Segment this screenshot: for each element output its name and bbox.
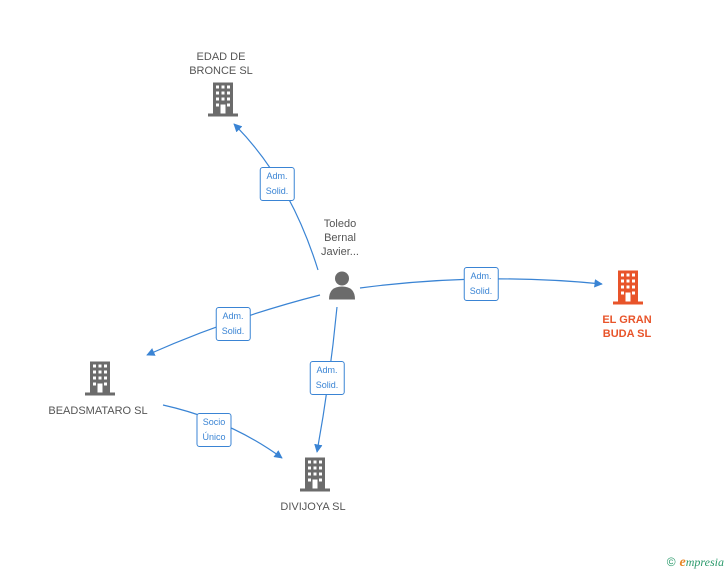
node-label-divijoya[interactable]: DIVIJOYA SL — [280, 501, 346, 513]
node-label-beadsmataro[interactable]: BEADSMATARO SL — [48, 405, 148, 417]
person-icon[interactable] — [327, 270, 357, 305]
brand-footer[interactable]: ©empresia — [667, 555, 724, 571]
building-icon-el-gran-buda[interactable] — [613, 270, 643, 310]
edge-label-el-gran-buda: Adm.Solid. — [463, 267, 499, 301]
person-label[interactable]: Toledo Bernal Javier... — [321, 218, 359, 258]
building-icon-beadsmataro[interactable] — [85, 361, 115, 401]
brand-logo-text: mpresia — [685, 555, 724, 569]
node-label-edad-bronce[interactable]: EDAD DE BRONCE SL — [189, 51, 253, 77]
copyright-icon: © — [666, 555, 676, 569]
edge-label-edad-bronce: Adm.Solid. — [259, 167, 295, 201]
edge-label-beadsmataro: Adm.Solid. — [215, 307, 251, 341]
edge-label-divijoya: Adm.Solid. — [309, 361, 345, 395]
brand-logo-initial: e — [679, 555, 686, 570]
node-label-el-gran-buda[interactable]: EL GRAN BUDA SL — [602, 314, 652, 340]
building-icon-edad-bronce[interactable] — [208, 82, 238, 122]
building-icon-divijoya[interactable] — [300, 457, 330, 497]
